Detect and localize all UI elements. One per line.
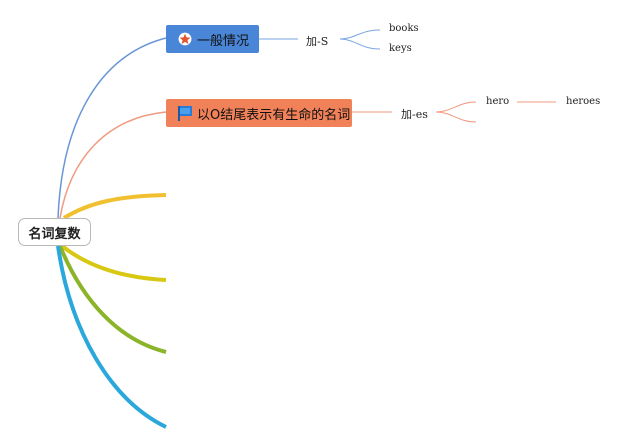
topic-o-ending[interactable]: 以O结尾表示有生命的名词 [166,99,352,127]
star-icon [178,32,192,46]
topic-general[interactable]: 一般情况 [166,25,259,53]
link-rule-keys [339,38,381,50]
empty-branch-1 [62,193,167,220]
topic-general-label: 一般情况 [197,33,250,49]
rule-add-es-label: 加-es [401,108,428,121]
example-heroes-label: heroes [566,96,601,107]
example-books-label: books [389,23,419,34]
connector-general [57,37,167,219]
root-topic[interactable]: 名词复数 [18,218,91,246]
connector-o-ending [59,111,167,219]
example-hero-label: hero [486,96,510,107]
example-keys-label: keys [389,43,412,54]
empty-branch-4 [56,245,167,429]
example-hero[interactable]: hero [486,96,509,107]
flag-icon [178,105,192,121]
rule-add-s[interactable]: 加-S [306,33,328,49]
link-rule-books [339,29,381,40]
root-label: 名词复数 [28,226,81,242]
rule-add-es[interactable]: 加-es [401,106,428,122]
example-heroes[interactable]: heroes [566,96,600,107]
example-keys[interactable]: keys [389,43,412,54]
link-rule-hero [435,101,477,113]
empty-branch-2 [60,244,167,282]
link-rule-empty [435,111,477,123]
rule-add-s-label: 加-S [306,35,329,48]
topic-o-ending-label: 以O结尾表示有生命的名词 [197,107,351,123]
example-books[interactable]: books [389,23,419,34]
empty-branch-3 [58,245,167,354]
